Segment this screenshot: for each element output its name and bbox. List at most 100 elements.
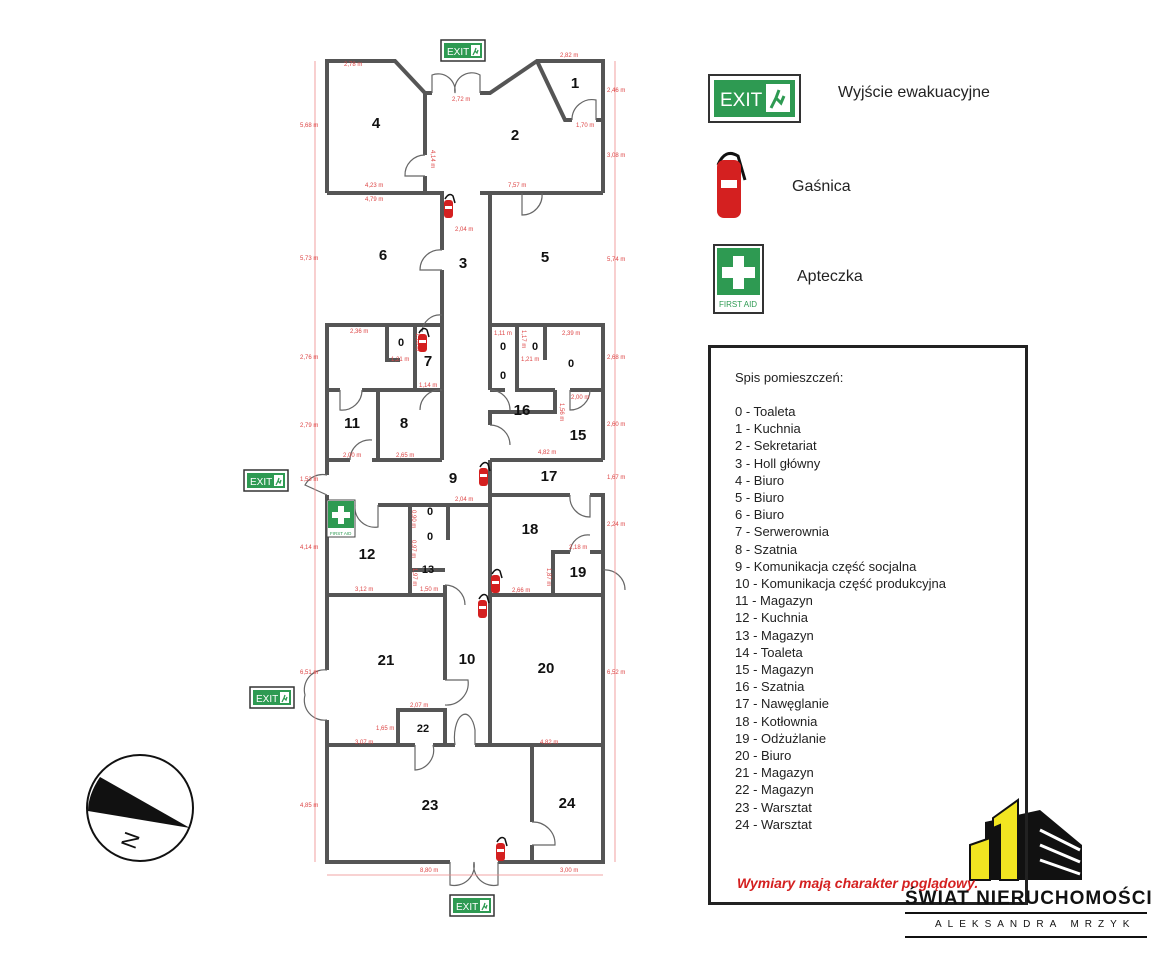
fire-extinguisher-key-icon bbox=[716, 152, 747, 218]
legend-item: 19 - Odżużlanie bbox=[735, 730, 827, 746]
dimension-label: 2,18 m bbox=[569, 545, 587, 551]
legend-item: 9 - Komunikacja część socjalna bbox=[735, 558, 917, 574]
exit-sign-icon bbox=[243, 469, 289, 492]
fire-extinguisher-icon bbox=[417, 327, 430, 353]
legend-item: 16 - Szatnia bbox=[735, 679, 805, 695]
dimension-lines: 2,78 m2,82 m2,72 m2,46 m1,70 m5,68 m4,14… bbox=[300, 53, 625, 876]
legend-item: 6 - Biuro bbox=[735, 507, 785, 523]
room-number: 10 bbox=[459, 651, 476, 668]
dimension-label: 6,51 m bbox=[300, 670, 318, 676]
first-aid-text: FIRST AID bbox=[719, 300, 757, 309]
dimension-label: 7,57 m bbox=[508, 183, 526, 189]
first-aid-key-icon: FIRST AID bbox=[713, 244, 764, 314]
dimension-label: 2,46 m bbox=[607, 88, 625, 94]
room-number: 15 bbox=[570, 427, 587, 444]
room-number: 5 bbox=[541, 249, 549, 266]
room-number: 13 bbox=[422, 564, 434, 576]
fire-extinguisher-icon bbox=[443, 193, 456, 219]
dimension-label: 2,04 m bbox=[455, 227, 473, 233]
legend-item: 18 - Kotłownia bbox=[735, 713, 818, 729]
logo-subtitle: ALEKSANDRA MRZYK bbox=[935, 919, 1136, 930]
room-number: 0 bbox=[500, 341, 506, 353]
walls bbox=[325, 59, 605, 864]
room-number: 21 bbox=[378, 652, 395, 669]
fire-extinguisher-icon bbox=[495, 836, 508, 862]
legend-item: 11 - Magazyn bbox=[735, 593, 813, 609]
dimension-label: 1,56 m bbox=[558, 403, 564, 421]
fire-extinguisher-icon bbox=[477, 593, 490, 619]
dimension-label: 4,85 m bbox=[300, 803, 318, 809]
first-aid-sign-text: FIRST AID bbox=[330, 531, 352, 536]
exit-sign-icon bbox=[440, 39, 486, 62]
legend-item: 21 - Magazyn bbox=[735, 765, 814, 781]
exit-key-label: Wyjście ewakuacyjne bbox=[838, 84, 990, 101]
dimension-label: 1,65 m bbox=[376, 726, 394, 732]
room-number: 11 bbox=[344, 415, 360, 432]
legend-item: 0 - Toaleta bbox=[735, 404, 796, 419]
dimension-label: 4,14 m bbox=[300, 545, 318, 551]
dimension-label: 3,07 m bbox=[355, 740, 373, 746]
room-number: 3 bbox=[459, 255, 467, 272]
dimension-label: 0,90 m bbox=[410, 510, 416, 528]
logo-divider bbox=[905, 936, 1147, 938]
legend-item: 4 - Biuro bbox=[735, 472, 785, 488]
room-number: 18 bbox=[522, 521, 539, 538]
dimension-label: 4,82 m bbox=[538, 450, 556, 456]
dimension-label: 1,50 m bbox=[420, 587, 438, 593]
first-aid-key-label: Apteczka bbox=[797, 268, 863, 285]
legend-item: 17 - Nawęglanie bbox=[735, 696, 829, 712]
dimension-label: 5,73 m bbox=[300, 256, 318, 262]
dimension-label: 1,17 m bbox=[520, 330, 526, 348]
room-number: 20 bbox=[538, 660, 555, 677]
dimension-label: 1,97 m bbox=[411, 568, 417, 586]
legend-title: Spis pomieszczeń: bbox=[735, 370, 844, 385]
legend-item: 8 - Szatnia bbox=[735, 541, 798, 557]
legend-item: 15 - Magazyn bbox=[735, 662, 814, 678]
dimension-label: 3,08 m bbox=[607, 153, 625, 159]
dimension-label: 4,82 m bbox=[540, 740, 558, 746]
exit-text: EXIT bbox=[720, 90, 763, 111]
dimension-label: 2,00 m bbox=[343, 453, 361, 459]
dimension-label: 2,68 m bbox=[607, 355, 625, 361]
room-number: 0 bbox=[427, 531, 433, 543]
dimension-label: 3,12 m bbox=[355, 587, 373, 593]
room-number: 23 bbox=[422, 797, 439, 814]
legend-item: 12 - Kuchnia bbox=[735, 610, 808, 626]
dimension-label: 2,65 m bbox=[396, 453, 414, 459]
dimensions-note: Wymiary mają charakter poglądowy. bbox=[737, 875, 979, 891]
dimension-label: 2,36 m bbox=[350, 329, 368, 335]
room-number: 4 bbox=[372, 115, 381, 132]
dimension-label: 4,79 m bbox=[365, 197, 383, 203]
legend-item: 14 - Toaleta bbox=[735, 644, 803, 660]
doors bbox=[303, 72, 626, 887]
dimension-label: 2,78 m bbox=[344, 62, 362, 68]
dimension-label: 8,80 m bbox=[420, 868, 438, 874]
room-number: 0 bbox=[500, 370, 506, 382]
dimension-label: 1,21 m bbox=[521, 357, 539, 363]
extinguisher-key-label: Gaśnica bbox=[792, 178, 851, 195]
room-number: 24 bbox=[559, 795, 576, 812]
dimension-label: 2,04 m bbox=[455, 497, 473, 503]
dimension-label: 2,60 m bbox=[607, 422, 625, 428]
legend-item: 5 - Biuro bbox=[735, 490, 785, 506]
room-number: 0 bbox=[398, 337, 404, 349]
dimension-label: 6,52 m bbox=[607, 670, 625, 676]
room-number: 2 bbox=[511, 127, 519, 144]
legend-item: 24 - Warsztat bbox=[735, 816, 812, 832]
north-arrow-icon: N bbox=[86, 754, 194, 862]
room-number: 22 bbox=[417, 723, 429, 735]
dimension-label: 2,24 m bbox=[607, 522, 625, 528]
room-number: 16 bbox=[514, 402, 531, 419]
legend-item: 22 - Magazyn bbox=[735, 782, 814, 798]
dimension-label: 2,82 m bbox=[560, 53, 578, 59]
legend-item: 23 - Warsztat bbox=[735, 799, 812, 815]
dimension-label: 1,70 m bbox=[576, 123, 594, 129]
fire-extinguisher-icon bbox=[490, 568, 503, 594]
dimension-label: 2,72 m bbox=[452, 97, 470, 103]
dimension-label: 1,14 m bbox=[419, 383, 437, 389]
legend-item: 3 - Holl główny bbox=[735, 455, 821, 471]
